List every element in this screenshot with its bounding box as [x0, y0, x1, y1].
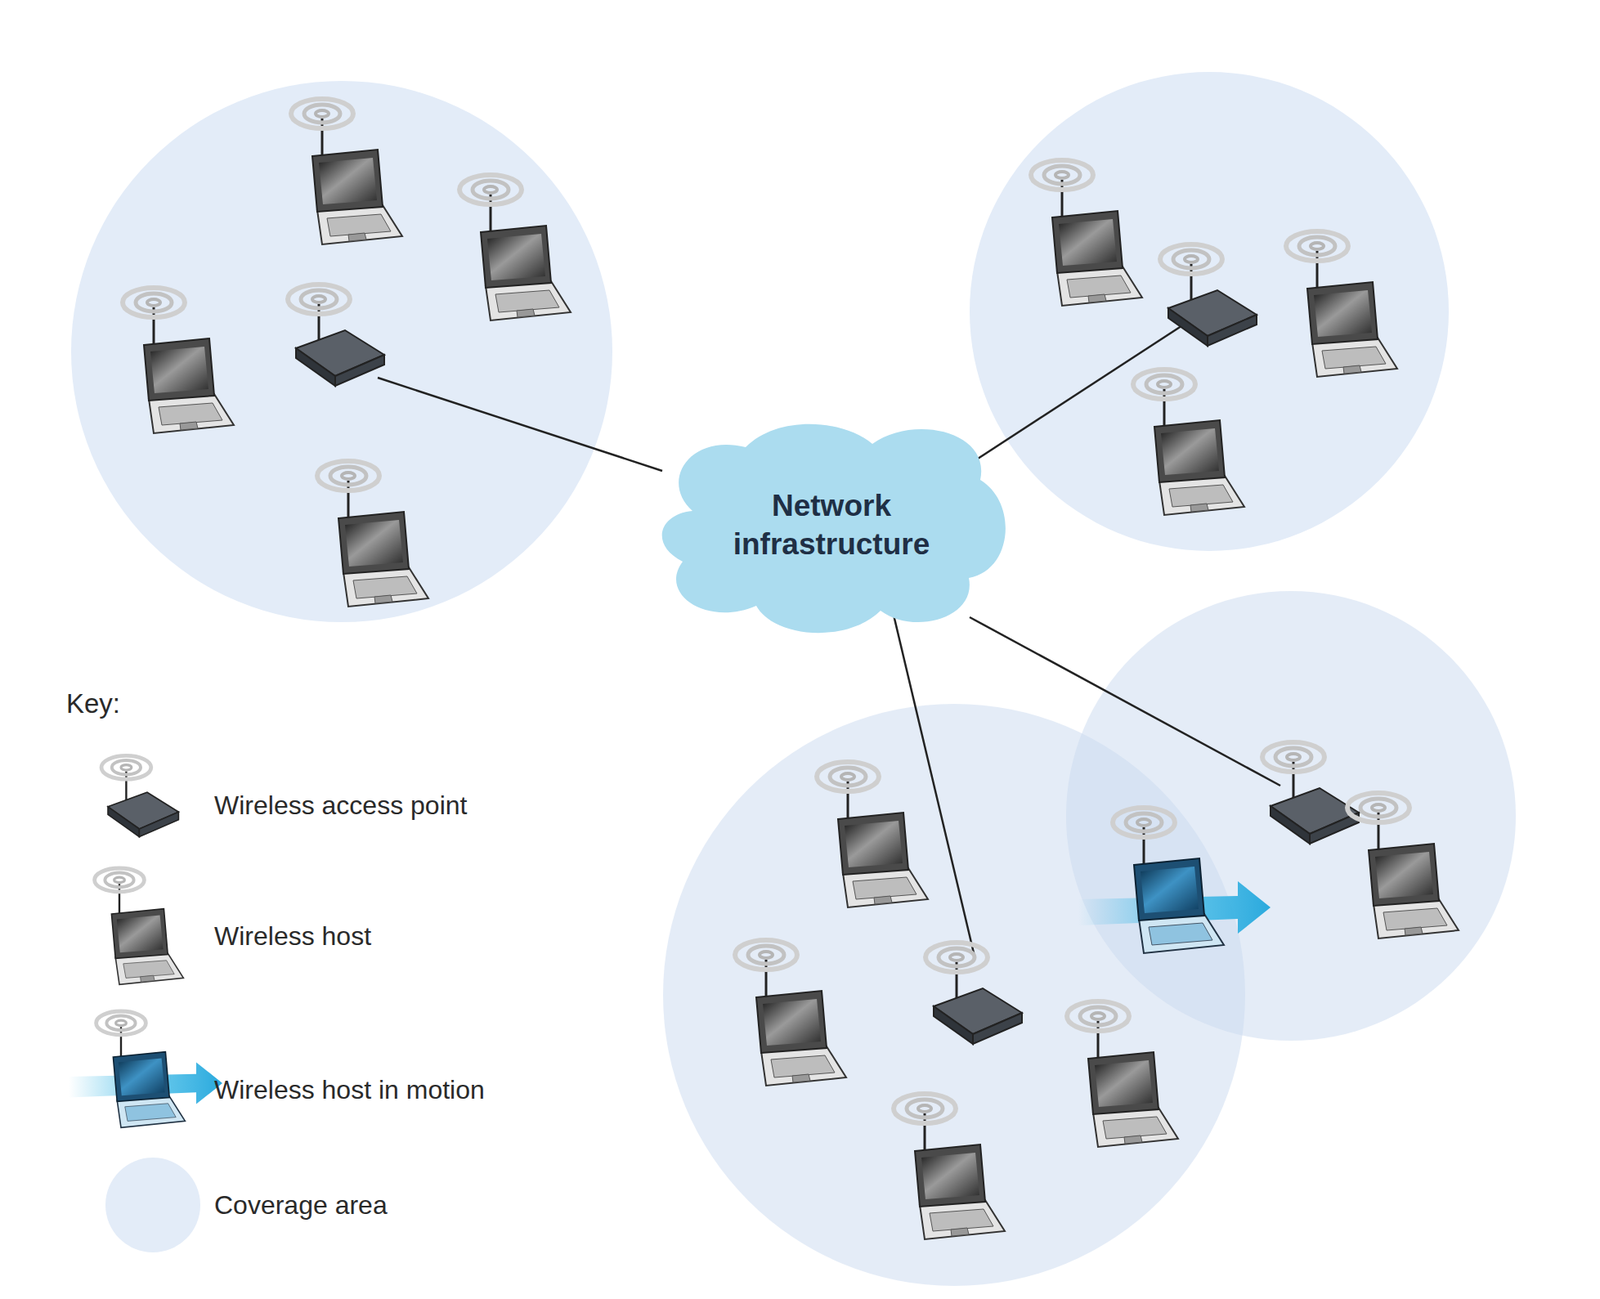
wireless-host: [1030, 160, 1143, 306]
cloud-outline: [662, 424, 1006, 633]
legend-text: Coverage area: [214, 1190, 388, 1221]
wireless-host: [893, 1093, 1005, 1240]
wireless-hosts: [122, 98, 1459, 1240]
coverage-areas: [71, 71, 1516, 1287]
moving-host: [1112, 807, 1224, 954]
legend-host: [94, 868, 184, 985]
wireless-host: [122, 287, 234, 434]
wireless-host: [1347, 793, 1459, 939]
legend-text: Wireless host in motion: [214, 1075, 485, 1106]
legend-text: Wireless host: [214, 921, 372, 952]
wired-link: [377, 377, 663, 471]
legend-access-point: [101, 755, 179, 837]
coverage-area: [1066, 591, 1516, 1041]
legend-moving-host: [68, 1011, 223, 1128]
wireless-host: [1066, 1001, 1179, 1148]
wireless-host: [317, 461, 429, 607]
cloud-node: Network infrastructure: [643, 412, 1020, 638]
key-heading: Key:: [66, 688, 121, 720]
wireless-host: [816, 761, 928, 908]
coverage-area: [969, 71, 1449, 552]
legend-text: Wireless access point: [214, 790, 467, 821]
node-label: Network infrastructure: [708, 487, 955, 564]
wireless-host: [1133, 369, 1245, 516]
access-point: [1262, 742, 1359, 844]
wireless-host: [291, 98, 403, 245]
wired-links: [377, 321, 1281, 957]
wireless-host: [459, 174, 571, 321]
coverage-area: [71, 80, 613, 623]
access-point: [925, 942, 1022, 1045]
access-point: [287, 284, 385, 386]
wireless-host: [735, 940, 847, 1086]
access-point: [1160, 244, 1257, 346]
wired-link: [892, 611, 975, 957]
access-points: [287, 244, 1359, 1045]
wireless-host: [1286, 231, 1398, 377]
cloud-shape: [643, 412, 1020, 638]
legend-swatch: [105, 1157, 201, 1253]
legend-icons: [68, 755, 223, 1128]
wired-link: [969, 617, 1281, 786]
